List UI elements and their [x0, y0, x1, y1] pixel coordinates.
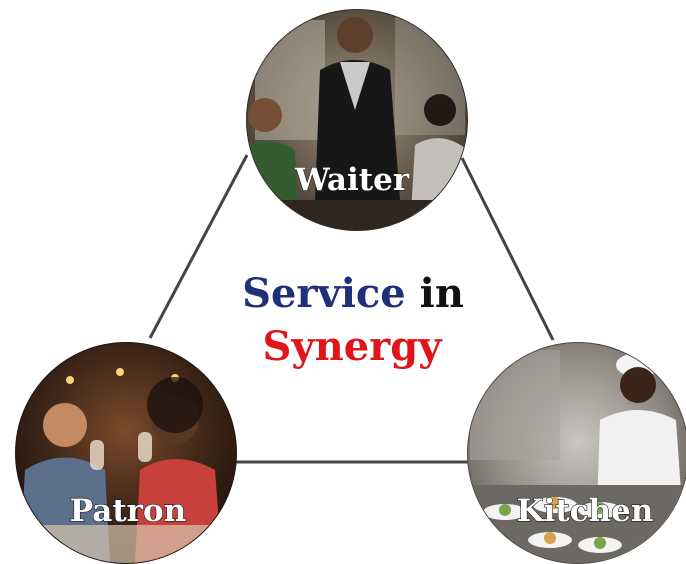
node-label-waiter: Waiter: [294, 162, 410, 198]
title-word-service: Service: [242, 270, 406, 317]
connector-top-right: [460, 157, 555, 341]
connector-lines: [148, 154, 555, 464]
connector-top-left: [148, 154, 249, 339]
center-title: Service in Synergy: [241, 269, 466, 372]
title-line-1: Service in: [242, 270, 464, 317]
patron-photo: [16, 343, 236, 563]
node-label-patron: Patron: [70, 493, 186, 529]
node-kitchen: Kitchen: [467, 342, 686, 564]
title-word-in-text: in: [420, 270, 464, 317]
kitchen-photo: [468, 343, 686, 563]
node-waiter: Waiter: [246, 9, 468, 231]
node-patron: Patron: [15, 342, 237, 564]
node-label-kitchen: Kitchen: [517, 493, 654, 529]
title-word-synergy: Synergy: [263, 323, 444, 370]
